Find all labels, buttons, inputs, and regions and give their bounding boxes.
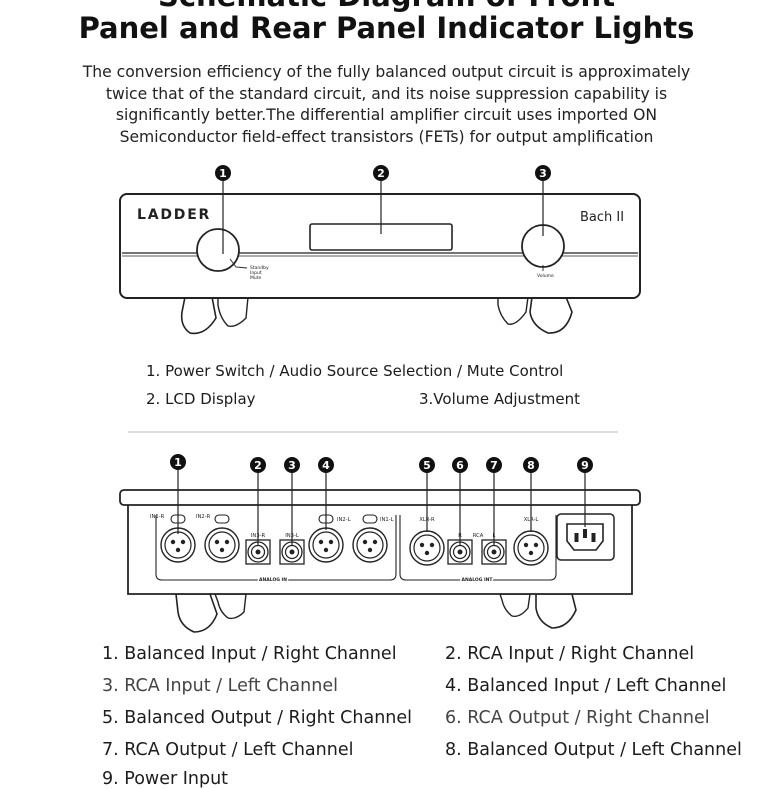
jack-label-in2-r: IN2-R: [196, 514, 211, 520]
power-inlet[interactable]: [556, 513, 615, 561]
front-legend-item-3: 3.Volume Adjustment: [419, 390, 580, 408]
front-callout-1: 1: [215, 165, 231, 181]
svg-text:3: 3: [539, 167, 547, 180]
xlr-input-2-left[interactable]: [308, 527, 344, 563]
front-foot-left-inner: [217, 296, 249, 328]
svg-text:4: 4: [322, 459, 330, 472]
svg-text:2: 2: [254, 459, 262, 472]
front-panel: LADDER Bach II Standby Input Mute Volume…: [119, 165, 641, 335]
front-foot-left: [180, 296, 217, 335]
knob-label-volume: Volume: [537, 273, 554, 279]
rear-callout-1: 1: [170, 454, 186, 470]
svg-text:5: 5: [423, 459, 431, 472]
rear-foot-right-inner: [499, 593, 531, 618]
group-analog-in-label: ANALOG IN: [259, 577, 287, 583]
front-callout-2: 2: [373, 165, 389, 181]
rear-legend-item-9: 9. Power Input: [102, 769, 229, 789]
rear-callout-5: 5: [419, 457, 435, 473]
rear-panel: ANALOG IN ANALOG INT IN1-R IN2-R I: [119, 454, 641, 633]
svg-text:9: 9: [581, 459, 589, 472]
rear-legend-item-1: 1. Balanced Input / Right Channel: [102, 644, 397, 664]
model-name: Bach II: [580, 210, 624, 225]
svg-text:7: 7: [490, 459, 498, 472]
xlr-input-2-right[interactable]: [204, 527, 240, 563]
front-foot-right: [529, 296, 573, 334]
rear-legend-item-8: 8. Balanced Output / Left Channel: [445, 740, 742, 760]
xlr-output-left[interactable]: [513, 530, 549, 566]
rear-callout-3: 3: [284, 457, 300, 473]
rear-legend-item-5: 5. Balanced Output / Right Channel: [102, 708, 413, 728]
knob-label-standby: Standby: [250, 265, 269, 271]
xlr-input-1-left[interactable]: [352, 527, 388, 563]
svg-text:6: 6: [456, 459, 464, 472]
svg-text:1: 1: [219, 167, 227, 180]
rear-legend-item-6: 6. RCA Output / Right Channel: [445, 708, 710, 728]
jack-label-in1-l: IN1-L: [380, 517, 394, 523]
svg-text:1: 1: [174, 456, 182, 469]
rear-callout-6: 6: [452, 457, 468, 473]
group-analog-out-label: ANALOG INT: [461, 577, 493, 583]
rear-callout-7: 7: [486, 457, 502, 473]
svg-text:3: 3: [288, 459, 296, 472]
rear-callout-8: 8: [523, 457, 539, 473]
intro-paragraph: The conversion efficiency of the fully b…: [70, 62, 703, 148]
brand-logo: LADDER: [137, 207, 211, 223]
rear-foot-left: [175, 593, 218, 633]
rear-callout-9: 9: [577, 457, 593, 473]
rear-legend-item-2: 2. RCA Input / Right Channel: [445, 644, 695, 664]
group-analog-out-outline: [399, 515, 557, 581]
front-callout-3: 3: [535, 165, 551, 181]
jack-label-rca: RCA: [473, 533, 484, 539]
knob-label-input: Input: [250, 270, 262, 276]
power-source-knob[interactable]: [196, 228, 240, 272]
intro-line: Semiconductor field-effect transistors (…: [119, 127, 654, 146]
title-line-2: Panel and Rear Panel Indicator Lights: [78, 11, 695, 45]
svg-text:2: 2: [377, 167, 385, 180]
front-foot-right-inner: [497, 296, 529, 325]
rear-callout-4: 4: [318, 457, 334, 473]
xlr-output-right[interactable]: [409, 530, 445, 566]
title-line-1: Schematic Diagram of Front: [0, 0, 773, 14]
rear-legend-item-7: 7. RCA Output / Left Channel: [102, 740, 354, 760]
jack-label-in2-l: IN2-L: [337, 517, 351, 523]
rear-top-cover: [119, 489, 641, 506]
rear-foot-left-inner: [213, 593, 247, 620]
rear-legend-item-3: 3. RCA Input / Left Channel: [102, 676, 338, 696]
front-legend-item-1: 1. Power Switch / Audio Source Selection…: [146, 362, 564, 380]
group-analog-in-outline: [155, 515, 397, 581]
rear-foot-right: [535, 593, 577, 629]
knob-label-mute: Mute: [250, 275, 261, 281]
intro-line: The conversion efficiency of the fully b…: [82, 63, 691, 81]
jack-label-in1-r: IN1-R: [150, 514, 165, 520]
rear-legend-item-4: 4. Balanced Input / Left Channel: [445, 676, 727, 696]
intro-line: significantly better.The differential am…: [115, 106, 658, 124]
front-legend-item-2: 2. LCD Display: [146, 390, 256, 408]
intro-line: twice that of the standard circuit, and …: [105, 84, 668, 103]
svg-text:8: 8: [527, 459, 535, 472]
rear-callout-2: 2: [250, 457, 266, 473]
